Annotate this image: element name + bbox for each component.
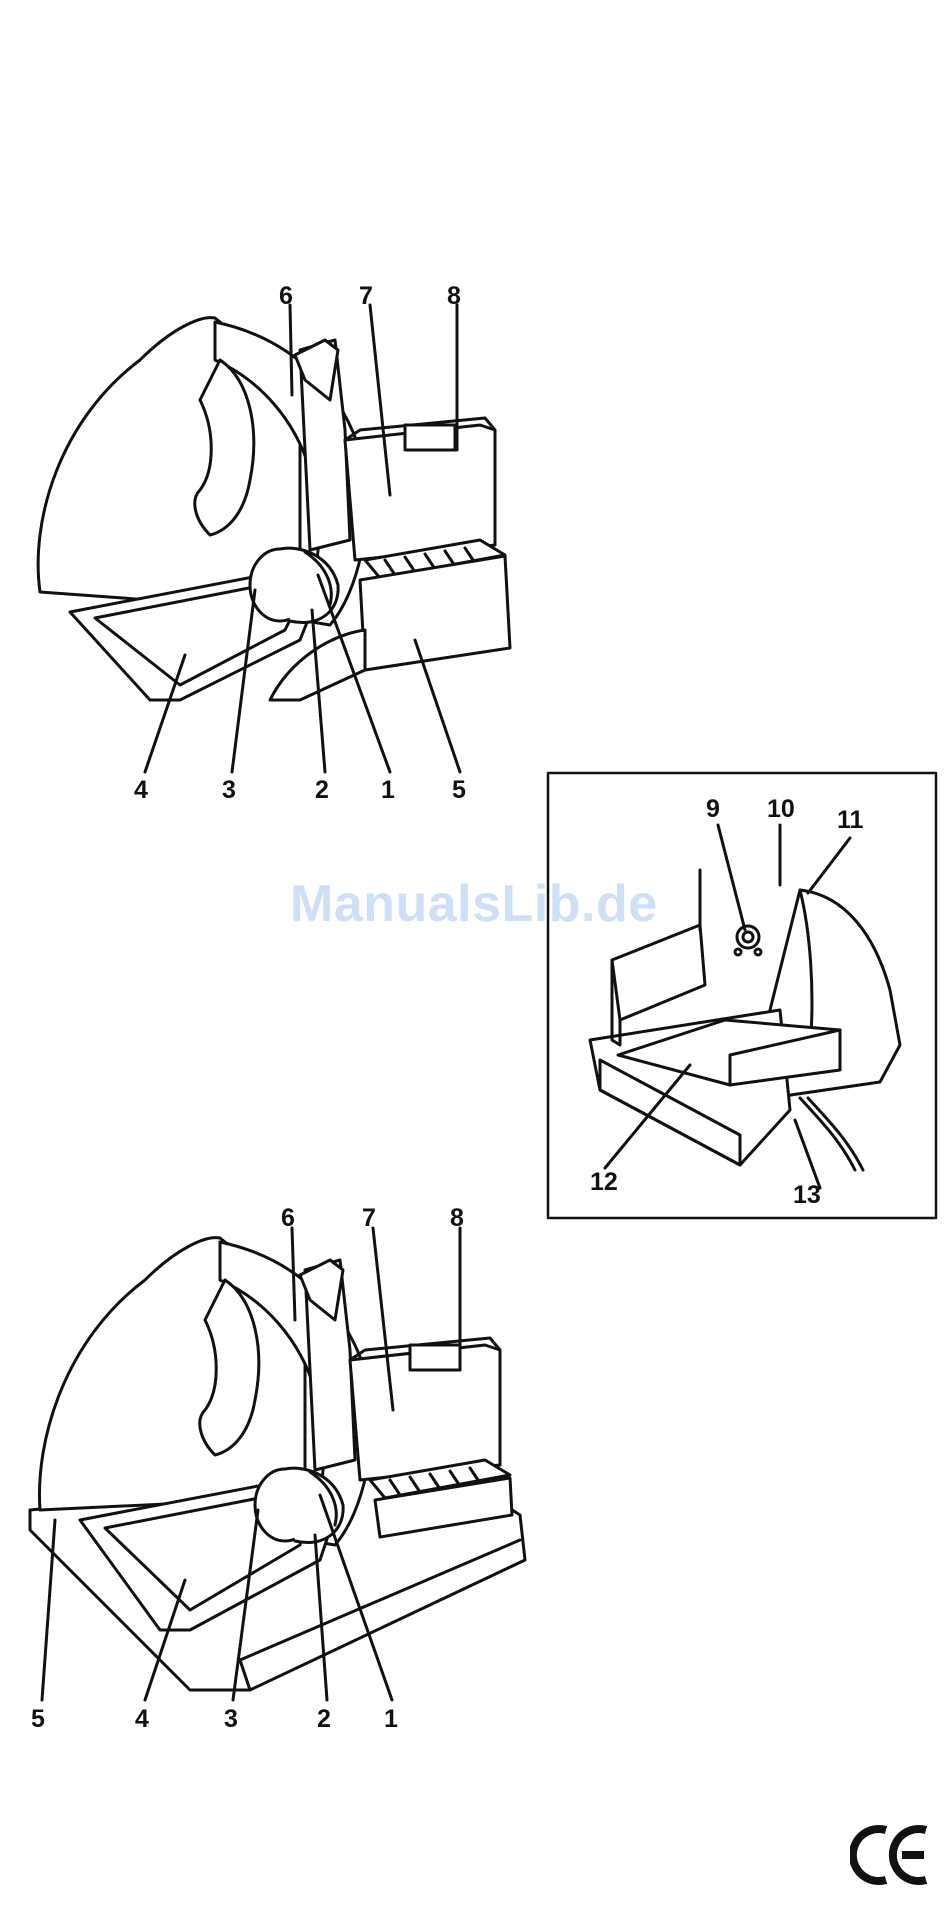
callout-3: 3 — [224, 1707, 238, 1732]
callout-5: 5 — [31, 1707, 45, 1732]
ce-mark-icon — [850, 1822, 930, 1888]
callout-7: 7 — [362, 1206, 376, 1231]
callout-8: 8 — [450, 1206, 464, 1231]
callout-2: 2 — [317, 1707, 331, 1732]
callout-1: 1 — [384, 1707, 398, 1732]
callout-4: 4 — [135, 1707, 149, 1732]
callout-6: 6 — [281, 1206, 295, 1231]
